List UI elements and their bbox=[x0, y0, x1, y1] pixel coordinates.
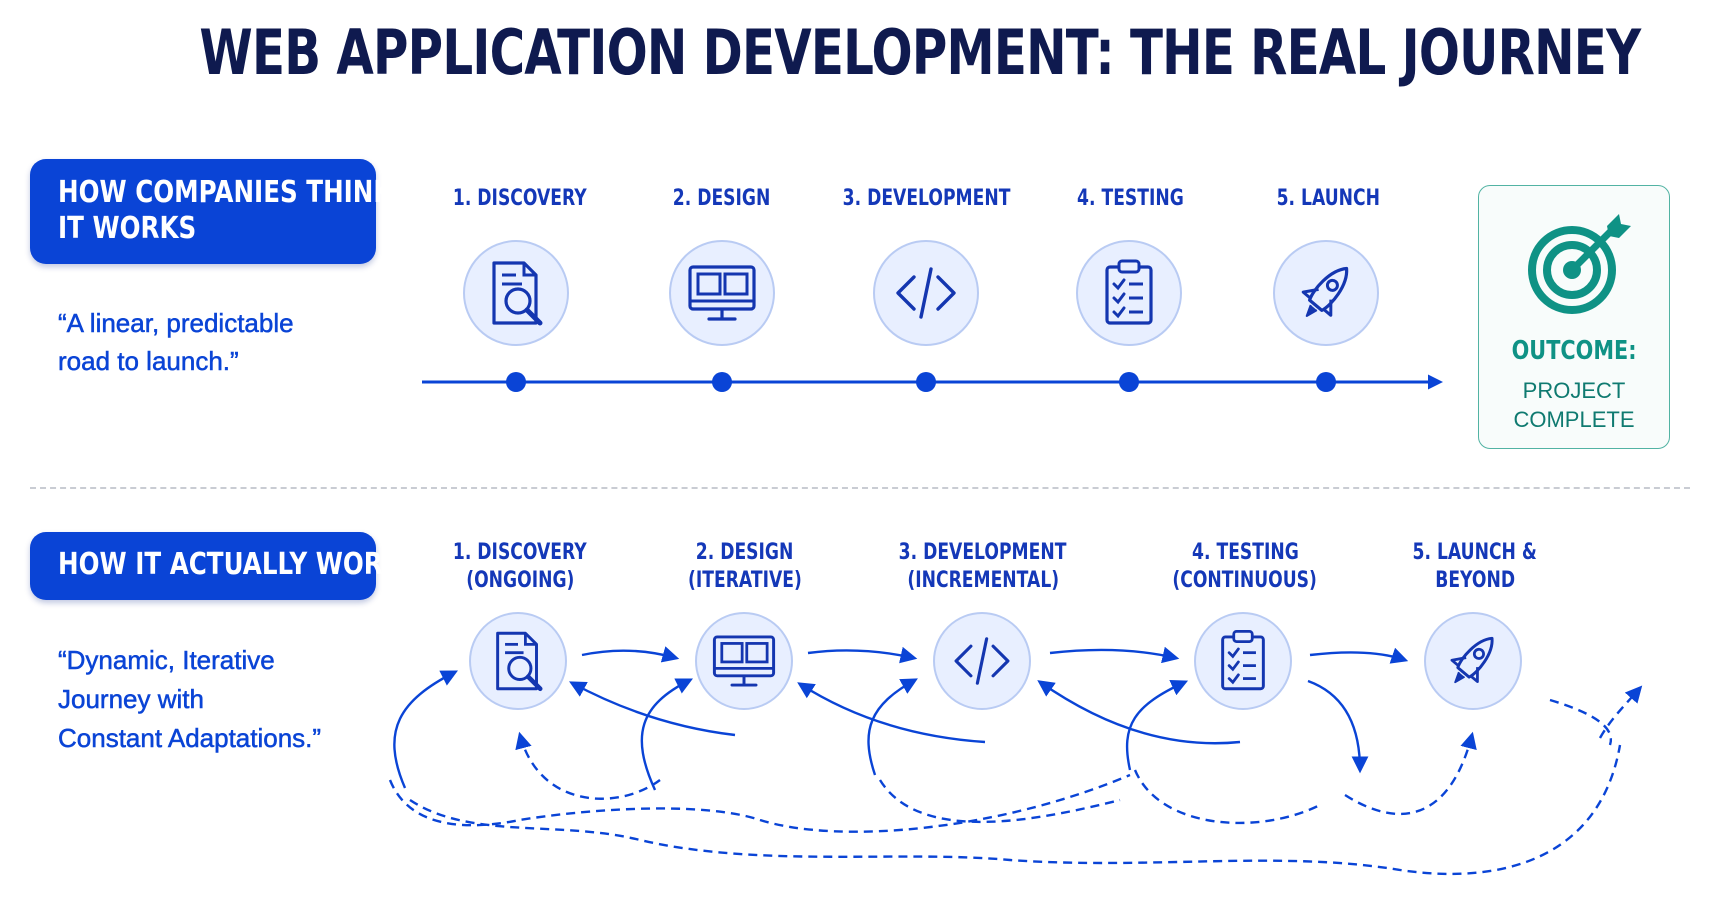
target-arrow-icon bbox=[1528, 214, 1631, 314]
reality-step-1-label: 1. DISCOVERY(ONGOING) bbox=[453, 540, 587, 593]
section-divider bbox=[30, 487, 1690, 489]
loop-arrow-to-development bbox=[867, 678, 918, 776]
loop-arrow-to-design bbox=[640, 678, 694, 791]
expectation-step-3-icon-circle bbox=[873, 240, 979, 346]
reality-step-3-icon-circle bbox=[933, 612, 1031, 710]
timeline-dot-5 bbox=[1316, 372, 1336, 392]
timeline-dot-2 bbox=[712, 372, 732, 392]
forward-arrow-1-2 bbox=[581, 646, 680, 663]
expectation-step-4-label: 4. TESTING bbox=[1076, 186, 1184, 211]
timeline-dot-1 bbox=[506, 372, 526, 392]
feedback-arrow-4-3 bbox=[1037, 680, 1241, 745]
feedback-arrow-3-2 bbox=[797, 682, 986, 744]
forward-arrow-3-4 bbox=[1049, 646, 1180, 664]
loop-arrow-to-testing bbox=[1125, 679, 1189, 771]
forward-arrow-4-down bbox=[1307, 679, 1369, 774]
reality-step-2-label: 2. DESIGN(ITERATIVE) bbox=[688, 540, 802, 593]
iteration-loops bbox=[388, 685, 1643, 876]
outcome-label: OUTCOME: bbox=[1511, 336, 1637, 366]
dashed-loop-to-launch bbox=[1344, 731, 1477, 816]
dashed-arrow-beyond bbox=[1598, 685, 1643, 739]
expectation-quote: “A linear, predictable road to launch.” bbox=[58, 304, 388, 380]
reality-step-5-label: 5. LAUNCH &BEYOND bbox=[1412, 540, 1538, 593]
reality-quote: “Dynamic, Iterative Journey with Constan… bbox=[58, 641, 388, 758]
expectation-step-4-icon-circle bbox=[1076, 240, 1182, 346]
reality-quote-line-1: “Dynamic, Iterative bbox=[58, 645, 275, 676]
feedback-arrows bbox=[393, 670, 1241, 791]
expectation-step-5-label: 5. LAUNCH bbox=[1276, 186, 1380, 211]
forward-arrow-4-5 bbox=[1309, 647, 1409, 664]
expectation-quote-line-2: road to launch.” bbox=[58, 346, 239, 377]
outcome-value: PROJECT COMPLETE bbox=[1479, 376, 1669, 434]
reality-step-1-icon-circle bbox=[469, 612, 567, 710]
forward-flow-arrows bbox=[581, 646, 1409, 774]
forward-arrow-2-3 bbox=[807, 646, 918, 664]
reality-step-5-icon-circle bbox=[1424, 612, 1522, 710]
dashed-wave-right bbox=[1549, 698, 1613, 746]
expectation-step-1-icon-circle bbox=[463, 240, 569, 346]
dashed-wave-1 bbox=[388, 773, 1131, 833]
dashed-wave-4 bbox=[1133, 769, 1321, 825]
expectation-quote-line-1: “A linear, predictable bbox=[58, 308, 294, 339]
dashed-wave-2 bbox=[409, 744, 1622, 876]
page-title: WEB APPLICATION DEVELOPMENT: THE REAL JO… bbox=[199, 16, 1641, 89]
reality-quote-line-2: Journey with bbox=[58, 684, 204, 715]
dashed-loop-design-to-discovery bbox=[515, 731, 661, 800]
timeline-dots bbox=[506, 372, 1336, 392]
expectation-step-2-label: 2. DESIGN bbox=[673, 186, 771, 211]
expectation-step-5-icon-circle bbox=[1273, 240, 1379, 346]
feedback-arrow-2-1 bbox=[569, 681, 736, 737]
reality-step-4-icon-circle bbox=[1194, 612, 1292, 710]
outcome-box: OUTCOME: PROJECT COMPLETE bbox=[1478, 185, 1670, 449]
expectation-heading-badge: HOW COMPANIES THINK IT WORKS bbox=[30, 159, 392, 264]
timeline-dot-4 bbox=[1119, 372, 1139, 392]
expectation-step-3-label: 3. DEVELOPMENT bbox=[843, 186, 1011, 211]
reality-step-4-label: 4. TESTING(CONTINUOUS) bbox=[1172, 540, 1318, 593]
expectation-step-2-icon-circle bbox=[669, 240, 775, 346]
reality-step-2-icon-circle bbox=[695, 612, 793, 710]
reality-step-3-label: 3. DEVELOPMENT(INCREMENTAL) bbox=[899, 540, 1067, 593]
timeline-dot-3 bbox=[916, 372, 936, 392]
reality-quote-line-3: Constant Adaptations.” bbox=[58, 723, 322, 754]
outcome-value-line-1: PROJECT bbox=[1522, 378, 1626, 403]
expectation-step-1-label: 1. DISCOVERY bbox=[453, 186, 587, 211]
loop-arrow-to-discovery bbox=[393, 670, 458, 789]
expectation-heading-line-2: IT WORKS bbox=[58, 211, 197, 246]
outcome-value-line-2: COMPLETE bbox=[1513, 407, 1635, 432]
reality-heading-badge: HOW IT ACTUALLY WORKS bbox=[30, 532, 420, 600]
